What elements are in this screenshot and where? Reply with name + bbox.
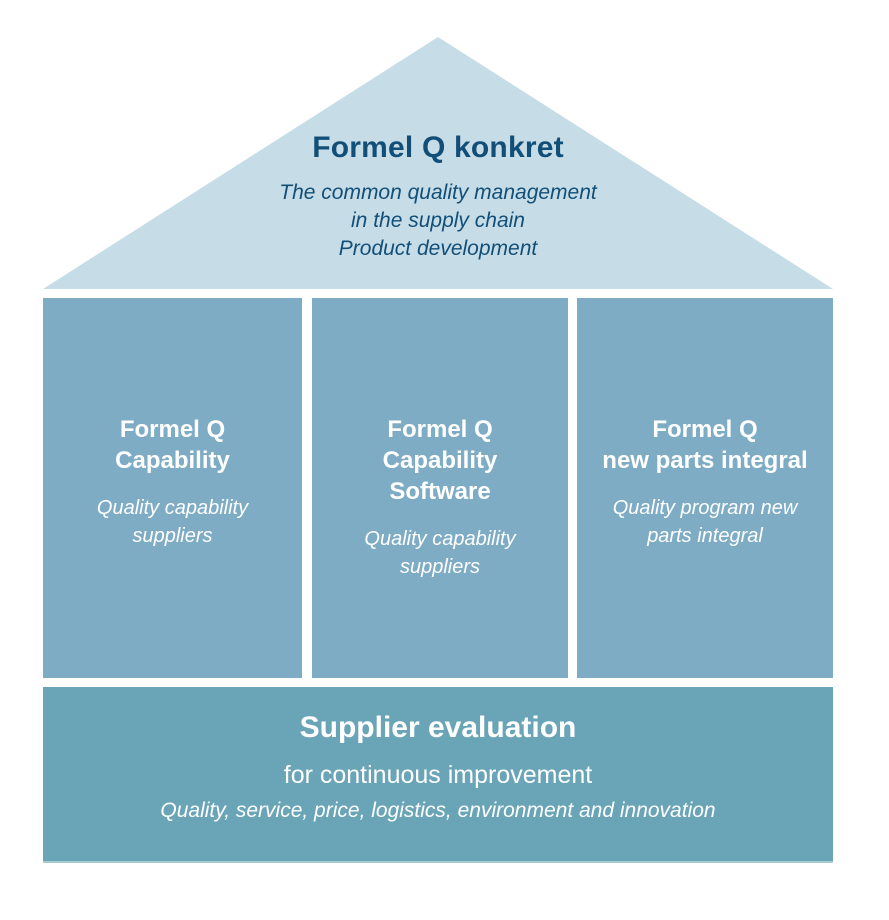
foundation-subtitle: for continuous improvement: [283, 761, 593, 789]
pillar-title-line-2: Capability: [382, 447, 498, 474]
pillar-subtitle: Quality capability suppliers: [43, 494, 302, 550]
roof-section: Formel Q konkret The common quality mana…: [43, 37, 833, 289]
pillar-formel-q-new-parts-integral: Formel Q new parts integral Quality prog…: [577, 298, 833, 678]
pillar-subtitle-line-1: Quality capability: [364, 528, 516, 550]
foundation-supplier-evaluation: Supplier evaluation for continuous impro…: [43, 687, 833, 863]
pillar-title: Formel Q new parts integral: [577, 414, 833, 476]
pillar-title-line-2: new parts integral: [602, 447, 808, 474]
pillar-subtitle: Quality capability suppliers: [312, 525, 568, 581]
foundation-title: Supplier evaluation: [299, 711, 577, 744]
roof-subtitle-line-2: in the supply chain: [351, 209, 525, 232]
pillar-title-line-3: Software: [389, 478, 491, 505]
roof-subtitle-line-1: The common quality management: [279, 181, 597, 204]
roof-subtitle-line-3: Product development: [338, 237, 538, 260]
roof-title: Formel Q konkret: [312, 131, 564, 164]
pillar-title-line-1: Formel Q: [387, 416, 493, 443]
pillar-subtitle-line-2: parts integral: [647, 525, 763, 547]
pillar-formel-q-capability: Formel Q Capability Quality capability s…: [43, 298, 302, 678]
foundation-detail: Quality, service, price, logistics, envi…: [160, 799, 716, 822]
pillar-title: Formel Q Capability: [43, 414, 302, 476]
pillar-subtitle-line-1: Quality capability: [96, 497, 249, 519]
roof-subtitle: The common quality management in the sup…: [43, 179, 833, 263]
pillar-title-line-1: Formel Q: [119, 416, 226, 443]
pillar-subtitle-line-1: Quality program new: [612, 497, 798, 519]
pillar-subtitle-line-2: suppliers: [132, 525, 213, 547]
pillar-title: Formel Q Capability Software: [312, 414, 568, 507]
pillar-subtitle: Quality program new parts integral: [577, 494, 833, 550]
pillar-formel-q-capability-software: Formel Q Capability Software Quality cap…: [312, 298, 568, 678]
pillar-title-line-1: Formel Q: [652, 416, 758, 443]
pillar-title-line-2: Capability: [115, 447, 230, 474]
pillar-subtitle-line-2: suppliers: [399, 556, 481, 578]
